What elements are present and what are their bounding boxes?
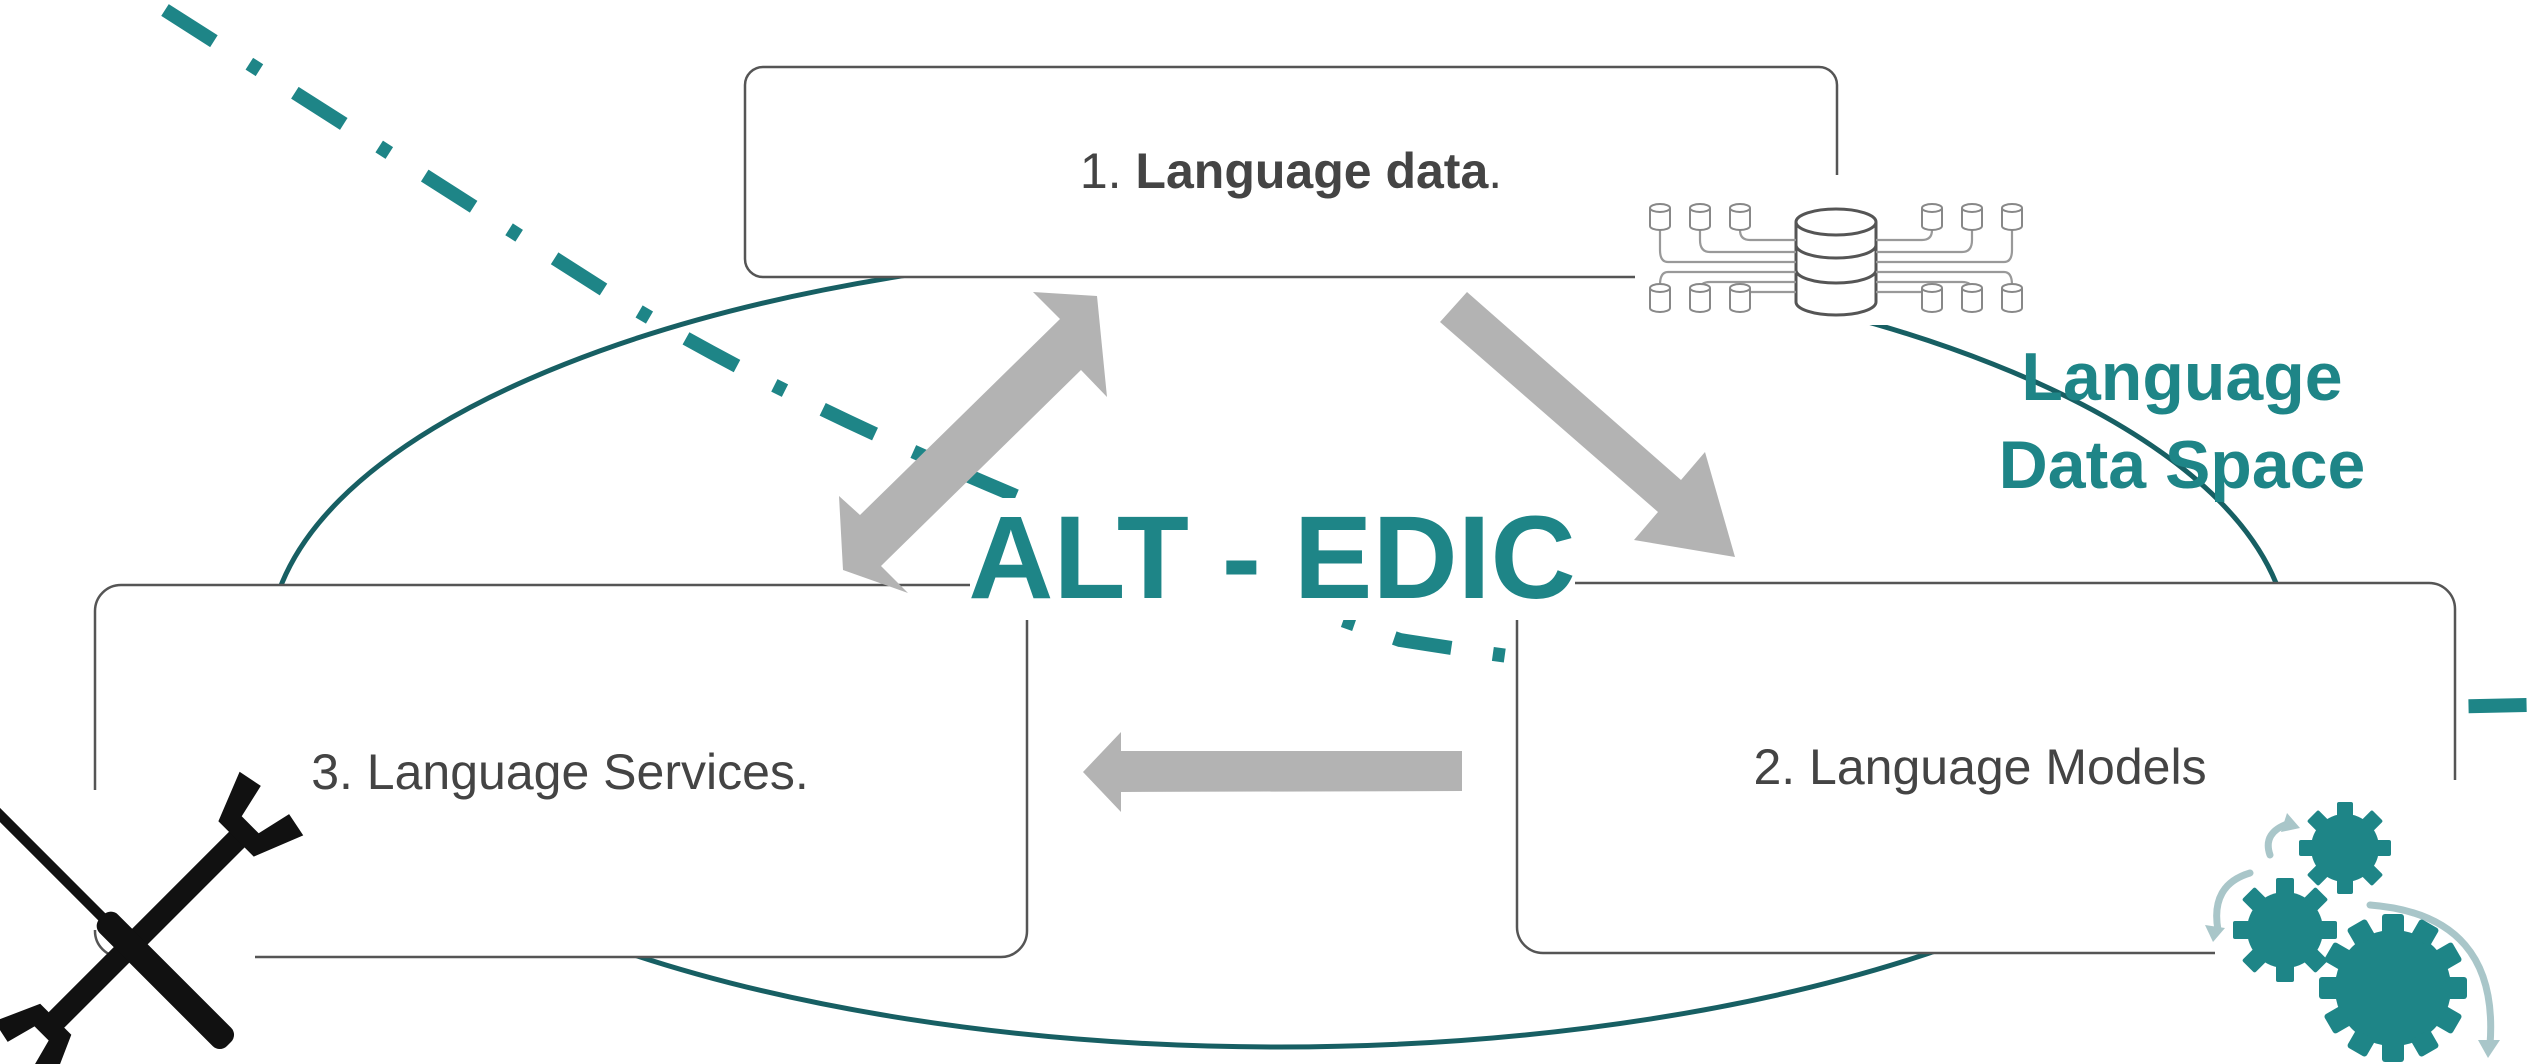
small-db-8 — [1689, 283, 1711, 313]
center-title: ALT - EDIC — [968, 492, 1575, 624]
data-space-boundary — [161, 4, 2529, 715]
gear-small-top — [2299, 802, 2391, 894]
small-db-7 — [1649, 283, 1671, 313]
tools-icon — [0, 771, 304, 1064]
gear-large — [2319, 914, 2467, 1062]
gears-icon — [2205, 802, 2500, 1062]
box-language-models-label: 2. Language Models — [1753, 739, 2206, 795]
data-space-label-line2: Data Space — [1999, 427, 2366, 503]
box-language-data-label: 1. Language data. — [1080, 143, 1502, 199]
box-language-services: 3. Language Services. — [93, 583, 1029, 959]
small-db-9 — [1729, 283, 1751, 313]
data-space-label-line1: Language — [2021, 339, 2342, 415]
small-db-3 — [1729, 203, 1751, 231]
small-db-2 — [1689, 203, 1711, 231]
small-db-6 — [2001, 203, 2023, 231]
database-network-icon — [1649, 203, 2023, 317]
small-db-4 — [1921, 203, 1943, 231]
small-db-12 — [2001, 283, 2023, 313]
arrow-data-services — [839, 292, 1107, 593]
title-backing — [970, 498, 1575, 620]
small-db-5 — [1961, 203, 1983, 231]
box-language-models: 2. Language Models — [1515, 581, 2457, 955]
box-language-services-label: 3. Language Services. — [311, 744, 809, 800]
arrow-data-models — [1440, 292, 1735, 557]
small-db-10 — [1921, 283, 1943, 313]
small-db-11 — [1961, 283, 1983, 313]
small-db-1 — [1649, 203, 1671, 231]
gear-small-left — [2233, 878, 2337, 982]
arrow-models-services — [1083, 732, 1462, 812]
box-language-data: 1. Language data. — [743, 65, 1839, 279]
